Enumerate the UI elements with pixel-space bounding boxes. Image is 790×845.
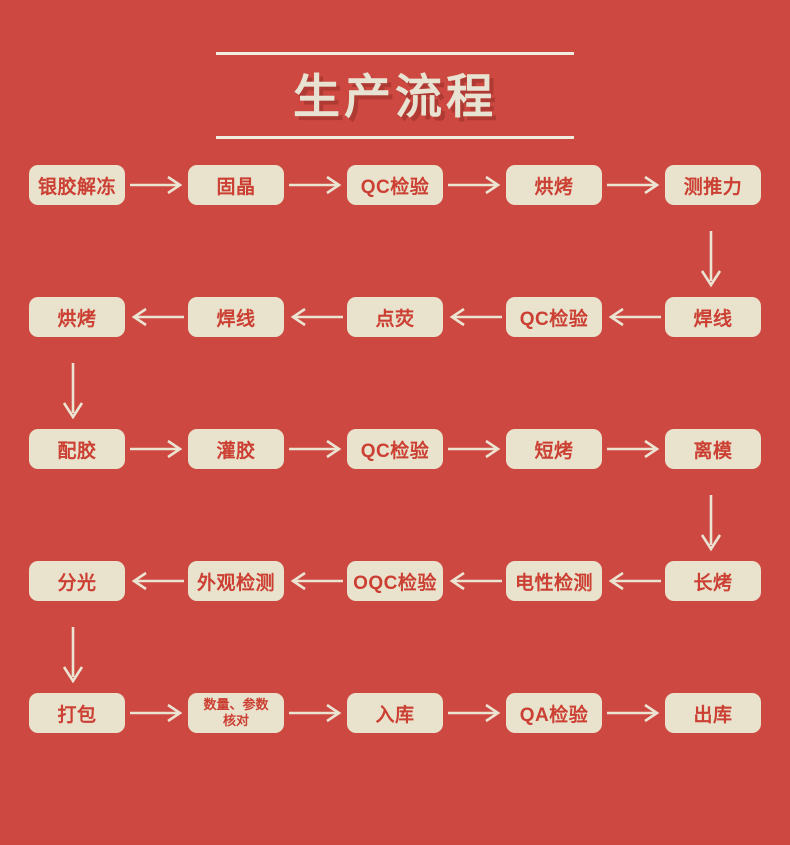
flow-node-hanxian-1[interactable]: 焊线 bbox=[188, 297, 284, 337]
flow-node-fenguang[interactable]: 分光 bbox=[29, 561, 125, 601]
flow-node-limo[interactable]: 离模 bbox=[665, 429, 761, 469]
arrow-down-icon-row3-to-row4 bbox=[678, 492, 744, 556]
arrow-left-icon bbox=[602, 297, 665, 337]
flow-node-guanjiao[interactable]: 灌胶 bbox=[188, 429, 284, 469]
flow-node-yinjiaojiedong[interactable]: 银胶解冻 bbox=[29, 165, 125, 205]
flow-node-changkao[interactable]: 长烤 bbox=[665, 561, 761, 601]
flow-node-qc-inspection-2[interactable]: QC检验 bbox=[506, 297, 602, 337]
arrow-left-icon bbox=[125, 561, 188, 601]
title-rule-bottom bbox=[216, 136, 574, 139]
arrow-right-icon bbox=[284, 429, 347, 469]
arrow-right-icon bbox=[125, 165, 188, 205]
flow-node-duankao[interactable]: 短烤 bbox=[506, 429, 602, 469]
arrow-down-icon-row1-to-row2 bbox=[678, 228, 744, 292]
flow-node-chuku[interactable]: 出库 bbox=[665, 693, 761, 733]
flow-node-qc-inspection-1[interactable]: QC检验 bbox=[347, 165, 443, 205]
flow-node-hanxian-2[interactable]: 焊线 bbox=[665, 297, 761, 337]
arrow-right-icon bbox=[602, 693, 665, 733]
flow-row-5: 打包 数量、参数 核对 入库 QA检验 出库 bbox=[0, 693, 790, 733]
flow-node-ruku[interactable]: 入库 bbox=[347, 693, 443, 733]
flow-node-honkao-2[interactable]: 烘烤 bbox=[29, 297, 125, 337]
flow-node-dianying[interactable]: 点荧 bbox=[347, 297, 443, 337]
arrow-right-icon bbox=[443, 429, 506, 469]
flow-node-peijiao[interactable]: 配胶 bbox=[29, 429, 125, 469]
title-rule-top bbox=[216, 52, 574, 55]
arrow-down-icon-row4-to-row5 bbox=[40, 624, 106, 688]
flow-node-dianxingjiance[interactable]: 电性检测 bbox=[506, 561, 602, 601]
arrow-right-icon bbox=[602, 165, 665, 205]
arrow-right-icon bbox=[443, 693, 506, 733]
arrow-down-icon-row2-to-row3 bbox=[40, 360, 106, 424]
production-flow-diagram: 银胶解冻 固晶 QC检验 烘烤 测推力 烘烤 焊线 点荧 QC检验 bbox=[0, 165, 790, 733]
flow-node-qa-inspection[interactable]: QA检验 bbox=[506, 693, 602, 733]
flow-node-waiguanjiance[interactable]: 外观检测 bbox=[188, 561, 284, 601]
flow-node-oqc-inspection[interactable]: OQC检验 bbox=[347, 561, 443, 601]
page-title-block: 生产流程 bbox=[216, 0, 574, 139]
arrow-left-icon bbox=[125, 297, 188, 337]
flow-row-3: 配胶 灌胶 QC检验 短烤 离模 bbox=[0, 429, 790, 469]
arrow-left-icon bbox=[284, 561, 347, 601]
flow-node-cetuili[interactable]: 测推力 bbox=[665, 165, 761, 205]
flow-node-quantity-parameter-check[interactable]: 数量、参数 核对 bbox=[188, 693, 284, 733]
flow-row-4: 分光 外观检测 OQC检验 电性检测 长烤 bbox=[0, 561, 790, 601]
arrow-left-icon bbox=[443, 561, 506, 601]
flow-node-dabao[interactable]: 打包 bbox=[29, 693, 125, 733]
arrow-right-icon bbox=[284, 693, 347, 733]
arrow-left-icon bbox=[443, 297, 506, 337]
arrow-right-icon bbox=[125, 693, 188, 733]
arrow-left-icon bbox=[284, 297, 347, 337]
flow-node-gujing[interactable]: 固晶 bbox=[188, 165, 284, 205]
flow-node-honkao-1[interactable]: 烘烤 bbox=[506, 165, 602, 205]
arrow-right-icon bbox=[125, 429, 188, 469]
flow-node-qc-inspection-3[interactable]: QC检验 bbox=[347, 429, 443, 469]
page-title: 生产流程 bbox=[293, 70, 497, 123]
flow-row-2: 烘烤 焊线 点荧 QC检验 焊线 bbox=[0, 297, 790, 337]
arrow-right-icon bbox=[443, 165, 506, 205]
arrow-right-icon bbox=[602, 429, 665, 469]
arrow-left-icon bbox=[602, 561, 665, 601]
arrow-right-icon bbox=[284, 165, 347, 205]
flow-row-1: 银胶解冻 固晶 QC检验 烘烤 测推力 bbox=[0, 165, 790, 205]
